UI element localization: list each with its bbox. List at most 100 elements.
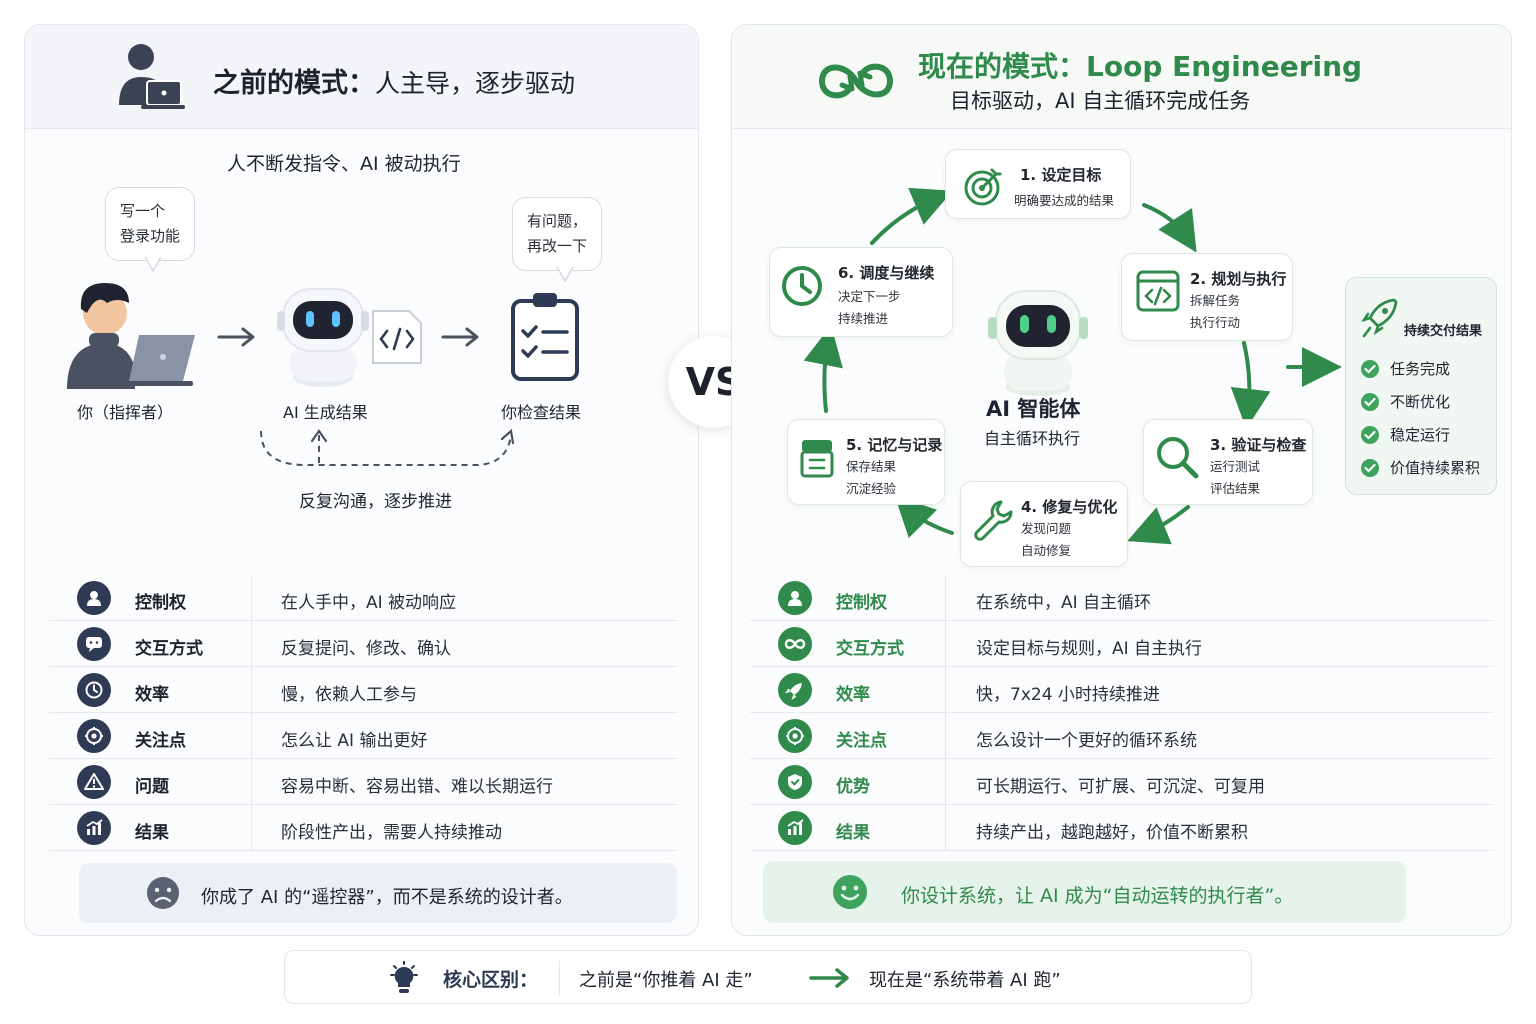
step-5-memory-record: 5. 记忆与记录 保存结果 沉淀经验 bbox=[787, 419, 945, 505]
row-separator bbox=[945, 805, 946, 850]
rocket-icon bbox=[778, 673, 812, 707]
delivery-item-label: 价值持续累积 bbox=[1390, 459, 1481, 477]
left-row-3: 效率慢，依赖人工参与 bbox=[49, 667, 677, 713]
step-4-fix-optimize: 4. 修复与优化 发现问题 自动修复 bbox=[960, 481, 1128, 567]
delivery-item-label: 任务完成 bbox=[1390, 360, 1451, 378]
left-row-key: 问题 bbox=[135, 777, 169, 797]
continuous-delivery-card: 持续交付结果 任务完成不断优化稳定运行价值持续累积 bbox=[1345, 277, 1497, 495]
right-panel-loop-mode: 现在的模式：Loop Engineering 目标驱动，AI 自主循环完成任务 … bbox=[731, 24, 1512, 936]
person-laptop-icon bbox=[119, 44, 185, 109]
step-2-title: 2. 规划与执行 bbox=[1190, 270, 1287, 288]
bubble2-tail bbox=[556, 267, 574, 283]
bubble-fix-again: 有问题， 再改一下 bbox=[512, 197, 603, 271]
right-row-2: 交互方式设定目标与规则，AI 自主执行 bbox=[750, 621, 1494, 667]
left-footer-banner: 你成了 AI 的“遥控器”，而不是系统的设计者。 bbox=[79, 863, 677, 923]
check-circle-icon bbox=[1361, 425, 1379, 444]
right-row-1: 控制权在系统中，AI 自主循环 bbox=[750, 575, 1494, 621]
left-row-value: 容易中断、容易出错、难以长期运行 bbox=[281, 777, 553, 797]
person-at-laptop-icon bbox=[67, 283, 195, 389]
rocket-icon bbox=[1362, 298, 1398, 338]
right-footer-text: 你设计系统，让 AI 成为“自动运转的执行者”。 bbox=[901, 885, 1294, 907]
happy-face-icon bbox=[833, 875, 867, 909]
bubble2-line2: 再改一下 bbox=[527, 237, 588, 255]
row-separator bbox=[945, 759, 946, 804]
arrow-right-green bbox=[809, 968, 849, 988]
label-you-check: 你检查结果 bbox=[501, 403, 582, 422]
chat-icon bbox=[77, 627, 111, 661]
right-row-value: 持续产出，越跑越好，价值不断累积 bbox=[976, 823, 1248, 843]
right-row-key: 结果 bbox=[836, 823, 870, 843]
target-icon bbox=[964, 168, 1002, 206]
left-row-1: 控制权在人手中，AI 被动响应 bbox=[49, 575, 677, 621]
arrow-right-1 bbox=[217, 327, 255, 347]
chart-icon bbox=[77, 811, 111, 845]
warning-icon bbox=[77, 765, 111, 799]
target-icon bbox=[778, 719, 812, 753]
right-row-key: 效率 bbox=[836, 685, 870, 705]
step-6-schedule-continue: 6. 调度与继续 决定下一步 持续推进 bbox=[769, 247, 953, 337]
left-panel-before-mode: 之前的模式：人主导，逐步驱动 人不断发指令、AI 被动执行 写一个 登录功能 有… bbox=[24, 24, 699, 936]
right-subtitle: 目标驱动，AI 自主循环完成任务 bbox=[950, 89, 1251, 113]
check-circle-icon bbox=[1361, 458, 1379, 477]
left-title: 之前的模式： bbox=[213, 68, 375, 99]
step-4-desc-2: 自动修复 bbox=[1021, 543, 1072, 558]
left-footer-text: 你成了 AI 的“遥控器”，而不是系统的设计者。 bbox=[201, 887, 573, 908]
right-row-3: 效率快，7x24 小时持续推进 bbox=[750, 667, 1494, 713]
lightbulb-icon bbox=[390, 961, 418, 993]
step-5-desc-1: 保存结果 bbox=[846, 459, 897, 474]
right-row-4: 关注点怎么设计一个更好的循环系统 bbox=[750, 713, 1494, 759]
step-3-desc-2: 评估结果 bbox=[1210, 481, 1261, 496]
row-separator bbox=[251, 805, 252, 850]
right-footer-banner: 你设计系统，让 AI 成为“自动运转的执行者”。 bbox=[763, 861, 1406, 923]
step-4-title: 4. 修复与优化 bbox=[1021, 498, 1118, 516]
check-circle-icon bbox=[1361, 359, 1379, 378]
bubble1-line1: 写一个 bbox=[120, 202, 166, 220]
shield-icon bbox=[778, 765, 812, 799]
core-difference-label: 核心区别： bbox=[443, 969, 539, 991]
check-circle-icon bbox=[1361, 392, 1379, 411]
left-row-key: 交互方式 bbox=[135, 639, 203, 659]
center-title: AI 智能体 bbox=[986, 397, 1081, 421]
delivery-item-label: 稳定运行 bbox=[1390, 426, 1451, 444]
left-row-key: 关注点 bbox=[135, 731, 186, 751]
step-2-desc-2: 执行行动 bbox=[1190, 315, 1241, 330]
step-6-desc-2: 持续推进 bbox=[838, 311, 889, 326]
left-row-5: 问题 容易中断、容易出错、难以长期运行 bbox=[49, 759, 677, 805]
infinity-icon bbox=[778, 627, 812, 661]
delivery-item: 价值持续累积 bbox=[1360, 457, 1480, 478]
delivery-item: 不断优化 bbox=[1360, 391, 1450, 412]
sad-face-icon bbox=[147, 877, 179, 909]
right-row-key: 优势 bbox=[836, 777, 870, 797]
label-you-commander: 你（指挥者） bbox=[77, 403, 174, 422]
step-5-desc-2: 沉淀经验 bbox=[846, 481, 897, 496]
left-row-2: 交互方式 反复提问、修改、确认 bbox=[49, 621, 677, 667]
loop-caption: 反复沟通，逐步推进 bbox=[299, 492, 452, 512]
step-1-title: 1. 设定目标 bbox=[1020, 166, 1102, 184]
left-row-6: 结果阶段性产出，需要人持续推动 bbox=[49, 805, 677, 851]
step-3-title: 3. 验证与检查 bbox=[1210, 436, 1307, 454]
right-row-5: 优势可长期运行、可扩展、可沉淀、可复用 bbox=[750, 759, 1494, 805]
step-1-desc: 明确要达成的结果 bbox=[1014, 193, 1115, 208]
row-separator bbox=[945, 621, 946, 666]
magnifier-icon bbox=[1157, 437, 1199, 479]
left-row-value: 阶段性产出，需要人持续推动 bbox=[281, 823, 502, 843]
label-ai-generates: AI 生成结果 bbox=[283, 403, 368, 422]
step-3-verify-check: 3. 验证与检查 运行测试 评估结果 bbox=[1143, 419, 1313, 505]
bubble2-line1: 有问题， bbox=[527, 212, 588, 230]
user-icon bbox=[77, 581, 111, 615]
bubble1-tail bbox=[144, 257, 162, 273]
right-header: 现在的模式：Loop Engineering 目标驱动，AI 自主循环完成任务 bbox=[732, 25, 1511, 129]
delivery-item: 任务完成 bbox=[1360, 358, 1450, 379]
core-difference-before: 之前是“你推着 AI 走” bbox=[579, 970, 753, 991]
bubble1-line2: 登录功能 bbox=[120, 227, 181, 245]
step-2-plan-execute: 2. 规划与执行 拆解任务 执行行动 bbox=[1121, 253, 1293, 341]
row-separator bbox=[945, 575, 946, 620]
row-separator bbox=[251, 575, 252, 620]
archive-box-icon bbox=[800, 440, 834, 478]
right-row-value: 设定目标与规则，AI 自主执行 bbox=[976, 639, 1203, 659]
right-row-value: 在系统中，AI 自主循环 bbox=[976, 593, 1152, 613]
row-separator bbox=[945, 713, 946, 758]
left-row-value: 反复提问、修改、确认 bbox=[281, 639, 451, 659]
loop-infinity-icon bbox=[818, 63, 894, 99]
bottom-divider bbox=[559, 961, 560, 995]
